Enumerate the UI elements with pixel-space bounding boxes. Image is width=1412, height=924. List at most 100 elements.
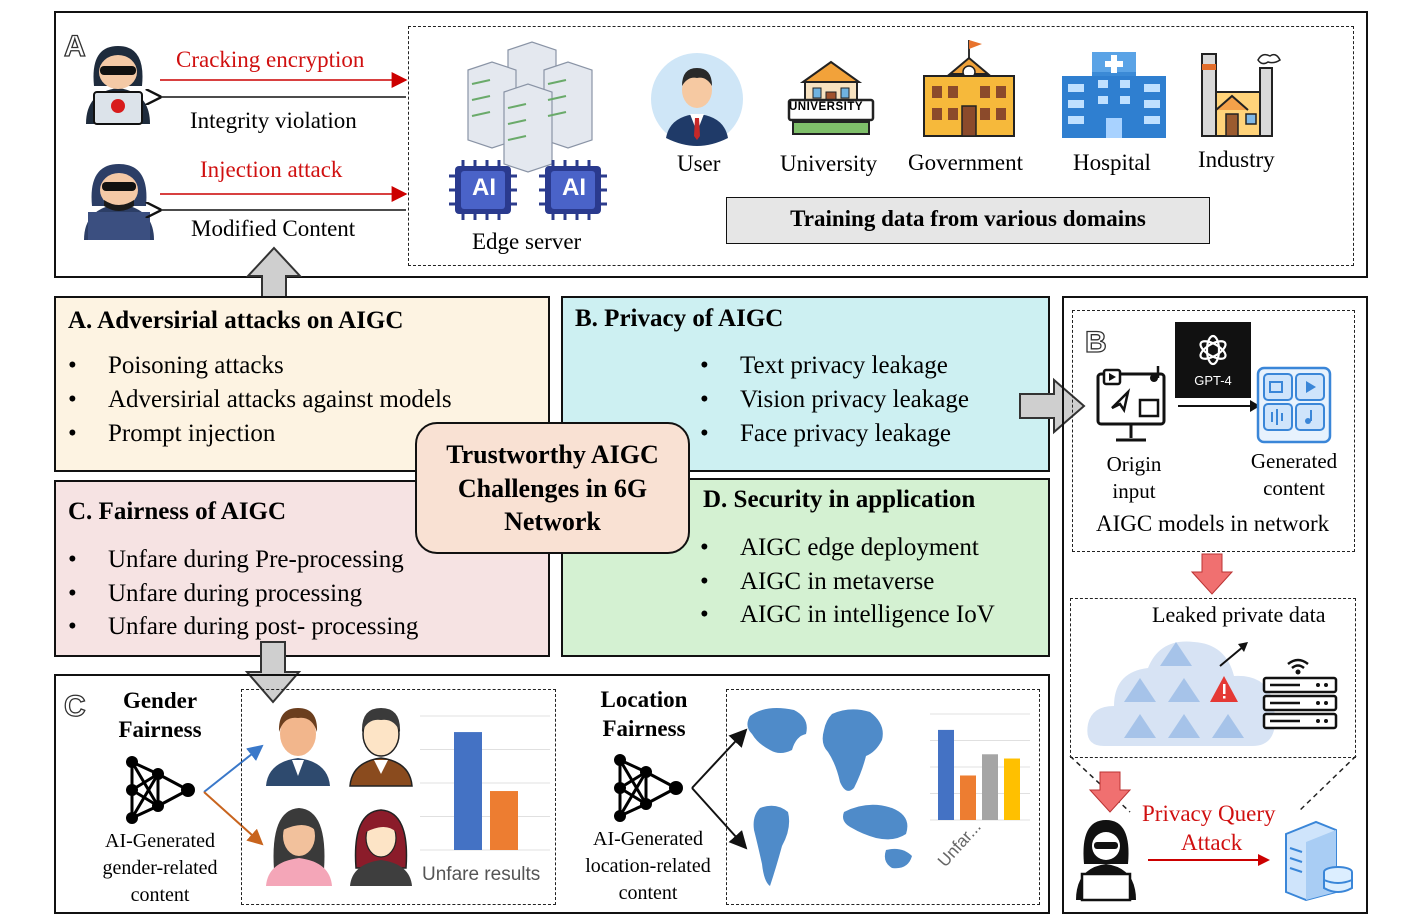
chart-bar bbox=[960, 775, 976, 820]
gender-fairness-title-1: Gender bbox=[122, 688, 198, 713]
gender-result-region bbox=[241, 689, 556, 905]
attacker-icon bbox=[1076, 820, 1136, 902]
arrow-label-integrity: Integrity violation bbox=[190, 108, 357, 133]
right-arrow-icon bbox=[1019, 377, 1086, 435]
leak-region bbox=[1070, 598, 1356, 758]
chart-bar bbox=[1004, 758, 1020, 820]
domain-label-hospital: Hospital bbox=[1073, 150, 1151, 175]
box-fairness-item: •Unfare during Pre-processing bbox=[68, 546, 404, 573]
gender-chart-xlabel: Unfare results bbox=[422, 864, 541, 885]
university-sign: UNIVERSITY bbox=[789, 101, 864, 113]
box-adversarial bbox=[54, 296, 550, 472]
wifi-server-icon bbox=[1262, 658, 1338, 730]
query-arrow bbox=[1148, 854, 1270, 866]
domain-label-user: User bbox=[677, 151, 721, 176]
leak-trapezoid-lines bbox=[1069, 755, 1357, 813]
arrow-label-injection: Injection attack bbox=[200, 157, 343, 182]
box-fairness bbox=[54, 480, 550, 657]
gender-desc-2: gender-related bbox=[102, 857, 218, 879]
box-privacy bbox=[561, 296, 1050, 472]
neural-network-icon bbox=[126, 756, 195, 824]
ai-chip-icon-2 bbox=[539, 160, 607, 220]
domain-label-industry: Industry bbox=[1198, 147, 1275, 172]
panel-c bbox=[54, 674, 1050, 914]
training-data-banner bbox=[726, 197, 1210, 244]
origin-label-2: input bbox=[1112, 479, 1156, 503]
panel-a-letter: A bbox=[63, 29, 86, 63]
hacker-icon bbox=[86, 46, 150, 125]
panel-b bbox=[1062, 296, 1368, 914]
box-security-item: •AIGC in metaverse bbox=[700, 568, 935, 595]
gpt4-badge bbox=[1175, 322, 1251, 398]
domain-label-university: University bbox=[780, 151, 878, 176]
panel-c-letter: C bbox=[63, 689, 86, 723]
server-rack-icon bbox=[467, 41, 593, 173]
red-down-arrow-icon-2 bbox=[1088, 771, 1132, 813]
female-avatar-icon bbox=[266, 808, 332, 886]
location-fairness-title-2: Fairness bbox=[602, 716, 686, 741]
aigc-model-region bbox=[1072, 310, 1355, 552]
red-down-arrow-icon bbox=[1190, 553, 1234, 595]
panel-b-letter: B bbox=[1084, 325, 1107, 359]
box-fairness-title: C. Fairness of AIGC bbox=[68, 498, 287, 525]
training-data-label: Training data from various domains bbox=[790, 206, 1146, 231]
arrow-label-cracking: Cracking encryption bbox=[176, 47, 365, 72]
center-challenge-box bbox=[415, 422, 690, 554]
openai-logo-icon bbox=[1199, 334, 1227, 366]
center-title-line2: Challenges in 6G bbox=[457, 474, 648, 503]
box-adversarial-item: •Prompt injection bbox=[68, 420, 276, 447]
origin-input-icon bbox=[1096, 366, 1166, 442]
neural-network-icon-2 bbox=[614, 754, 683, 822]
privacy-query-label-2: Attack bbox=[1181, 830, 1243, 855]
female-avatar-icon-2 bbox=[350, 809, 412, 886]
chart-bar bbox=[454, 732, 482, 850]
box-security-item: •AIGC in intelligence IoV bbox=[700, 601, 995, 628]
cloud-icon bbox=[1087, 641, 1276, 746]
box-adversarial-title: A. Adversirial attacks on AIGC bbox=[68, 307, 404, 334]
chart-bar bbox=[982, 754, 998, 820]
generated-label-1: Generated bbox=[1250, 449, 1338, 473]
gender-bar-chart bbox=[420, 715, 550, 851]
box-adversarial-item: •Poisoning attacks bbox=[68, 352, 284, 379]
location-result-region bbox=[726, 689, 1040, 905]
database-server-icon bbox=[1285, 820, 1353, 902]
hospital-icon bbox=[1062, 52, 1166, 138]
box-privacy-item: •Text privacy leakage bbox=[700, 352, 948, 379]
gender-fairness-title-2: Fairness bbox=[118, 717, 202, 742]
edge-domain-region bbox=[408, 26, 1354, 266]
box-privacy-item: •Vision privacy leakage bbox=[700, 386, 969, 413]
box-privacy-item: •Face privacy leakage bbox=[700, 420, 951, 447]
privacy-query-label-1: Privacy Query bbox=[1142, 801, 1276, 826]
industry-icon bbox=[1201, 53, 1281, 137]
down-arrow-icon bbox=[244, 641, 302, 704]
arrow-label-modified: Modified Content bbox=[191, 216, 356, 241]
gender-branch-arrows bbox=[203, 744, 264, 846]
box-fairness-item: •Unfare during post- processing bbox=[68, 613, 419, 640]
gender-desc-1: AI-Generated bbox=[105, 830, 215, 852]
hacker-icon-2 bbox=[84, 164, 154, 240]
gpt4-label: GPT-4 bbox=[1194, 373, 1232, 388]
ai-chip-icon bbox=[449, 160, 517, 220]
arrow-to-generated bbox=[1178, 400, 1260, 412]
location-bar-chart bbox=[930, 713, 1030, 821]
chart-bar bbox=[938, 729, 954, 820]
location-desc-3: content bbox=[618, 882, 678, 904]
center-title-line3: Network bbox=[504, 507, 601, 536]
chart-bar bbox=[490, 791, 518, 850]
box-fairness-item: •Unfare during processing bbox=[68, 580, 363, 607]
ai-chip-label-2: AI bbox=[562, 174, 586, 201]
location-desc-1: AI-Generated bbox=[593, 828, 703, 850]
box-security-title: D. Security in application bbox=[703, 486, 976, 513]
aigc-models-label: AIGC models in network bbox=[1096, 511, 1330, 536]
edge-server-label: Edge server bbox=[472, 229, 582, 254]
male-avatar-icon-2 bbox=[349, 708, 413, 787]
center-title-line1: Trustworthy AIGC bbox=[446, 440, 659, 469]
origin-label-1: Origin bbox=[1106, 452, 1162, 476]
university-icon bbox=[787, 60, 875, 135]
panel-a bbox=[54, 11, 1368, 278]
generated-label-2: content bbox=[1263, 476, 1325, 500]
leaked-data-label: Leaked private data bbox=[1152, 602, 1326, 627]
gender-desc-3: content bbox=[130, 884, 190, 906]
box-privacy-title: B. Privacy of AIGC bbox=[575, 305, 784, 332]
attack-arrows bbox=[150, 72, 408, 220]
